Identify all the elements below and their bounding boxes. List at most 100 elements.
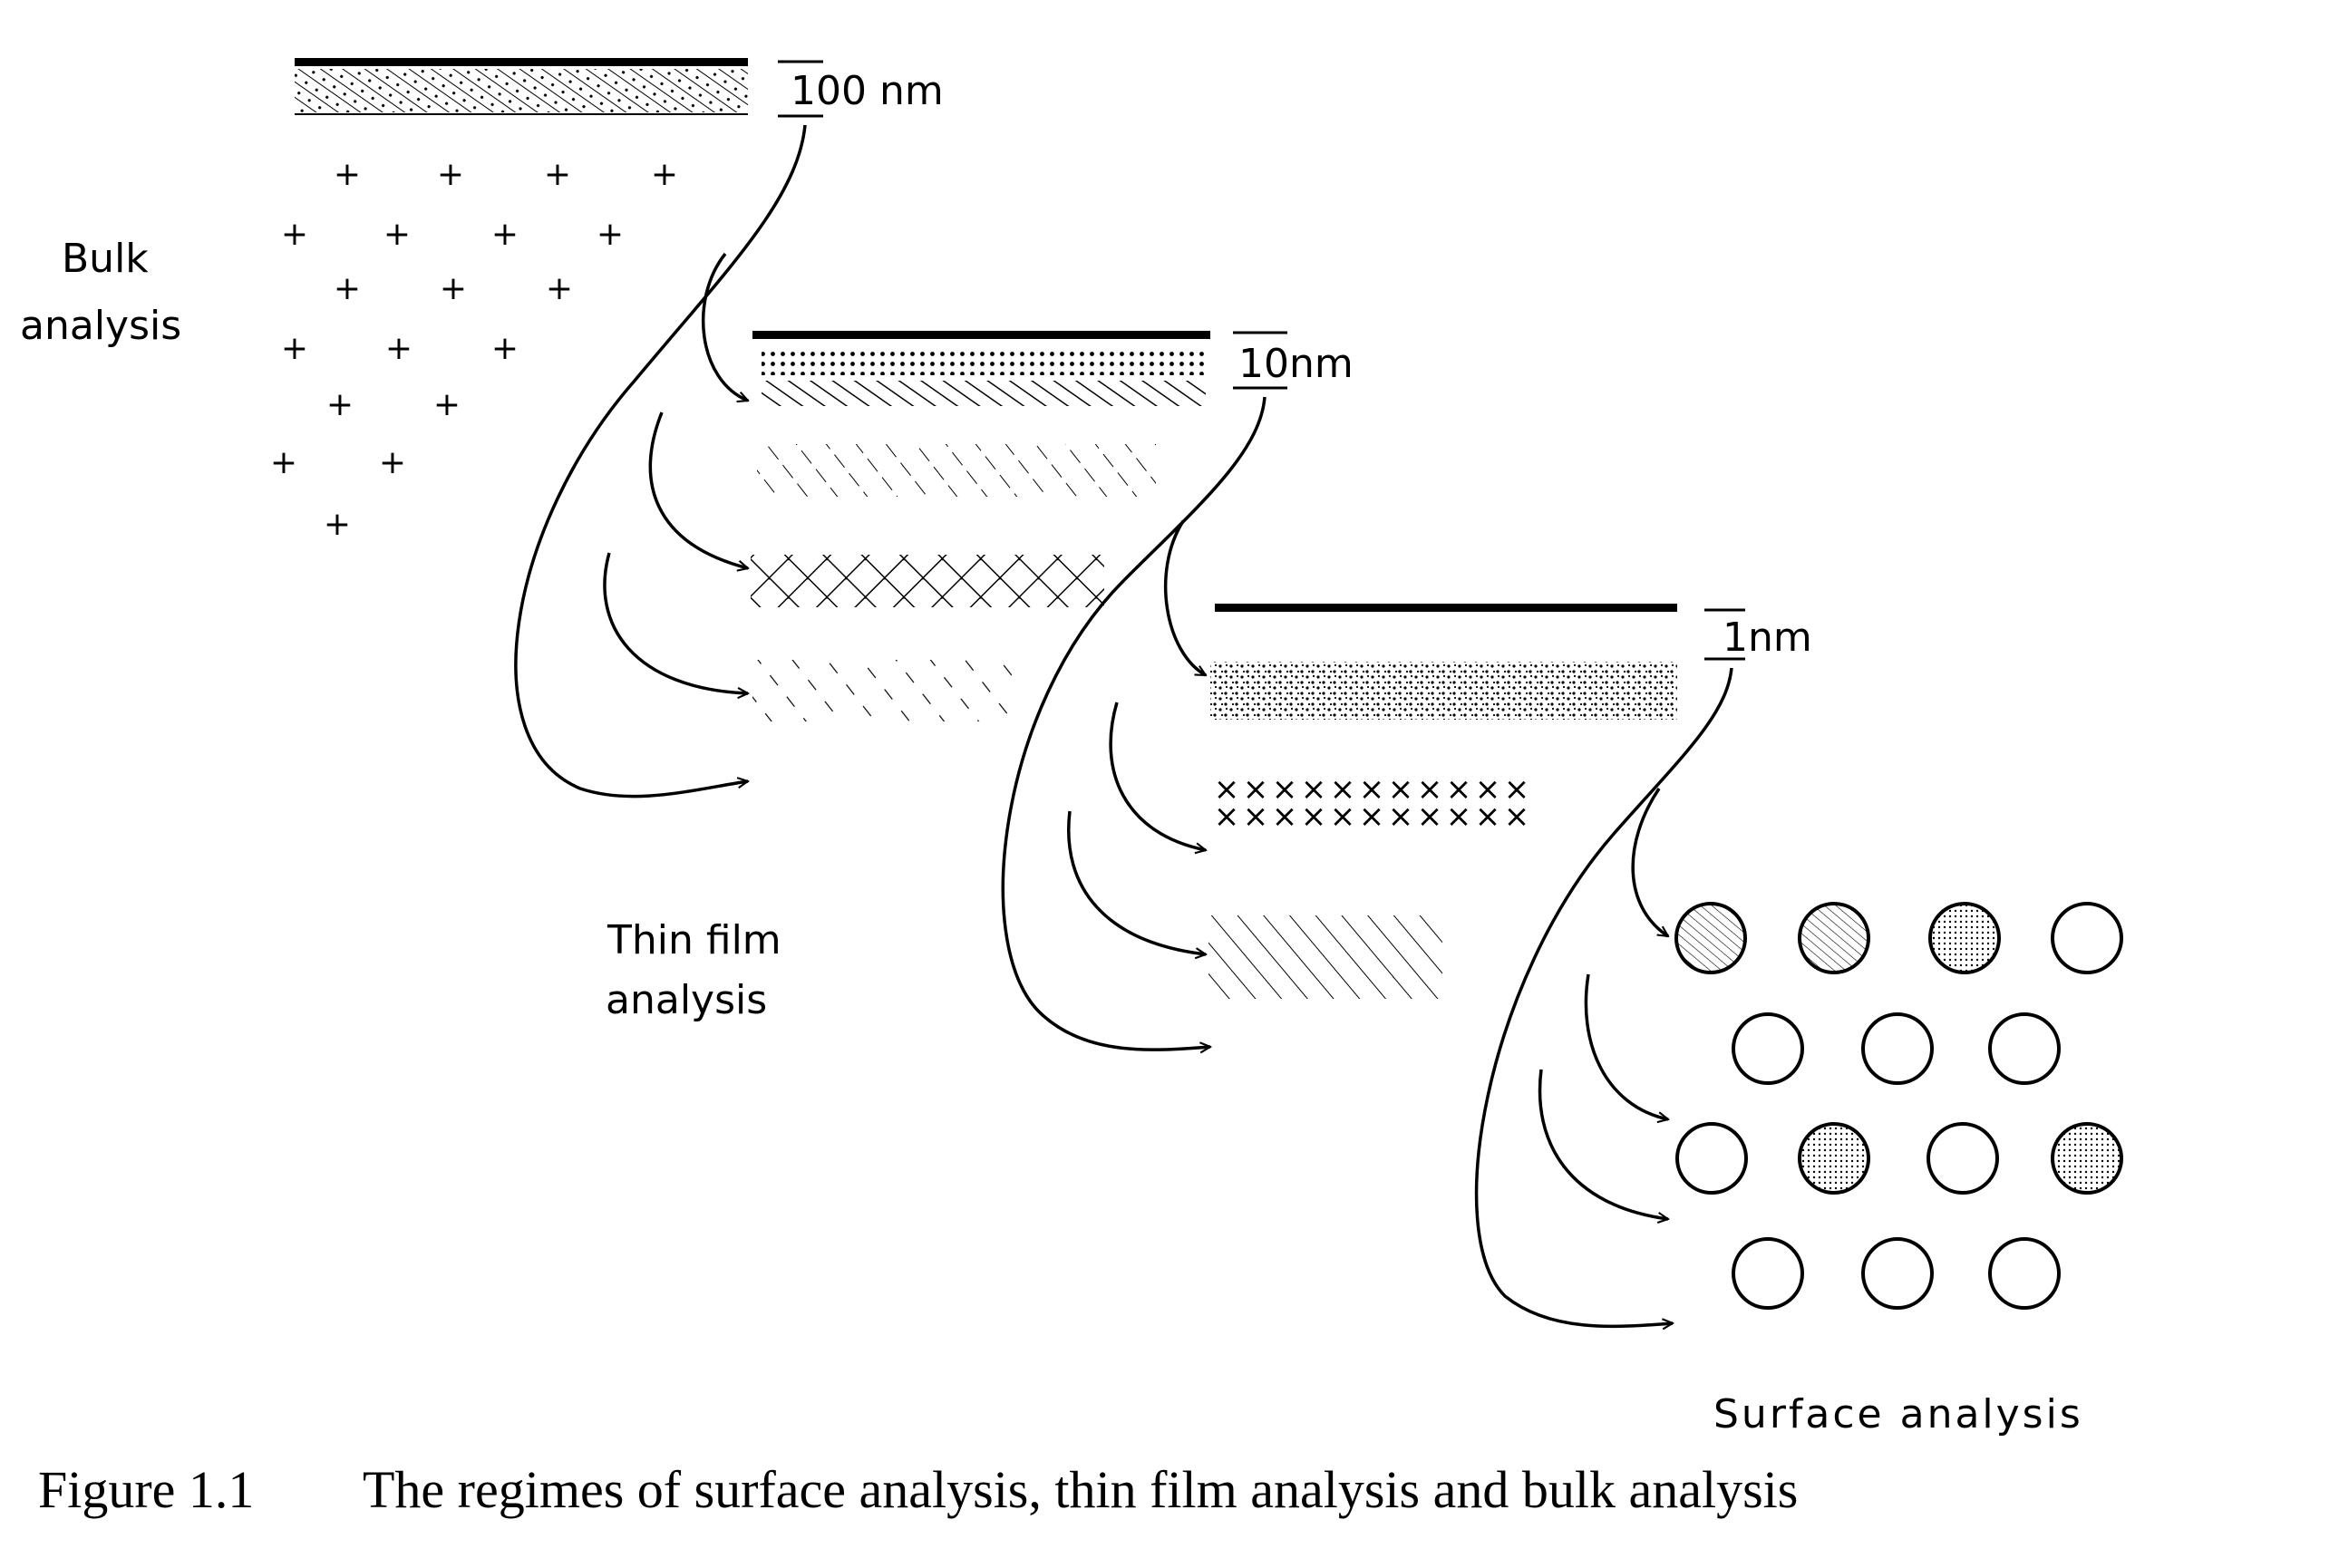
bulk-analysis-label-line2: analysis: [20, 303, 181, 349]
surface-atom: [1798, 1122, 1870, 1195]
arrow-bulk-to-thin-1: [701, 252, 748, 401]
svg-text:+: +: [440, 270, 467, 307]
arrow-thin-to-surface-3: [1067, 810, 1206, 954]
svg-text:×: ×: [1214, 799, 1240, 835]
thin-film-layer-stack: [751, 331, 1210, 721]
svg-text:+: +: [385, 330, 412, 367]
svg-text:×: ×: [1243, 799, 1269, 835]
svg-text:×: ×: [1417, 771, 1443, 808]
bulk-top-film: [295, 58, 748, 66]
surface-atom: [1674, 902, 1747, 974]
svg-text:+: +: [379, 444, 406, 481]
svg-text:×: ×: [1359, 771, 1385, 808]
surface-hatched-layer: [1208, 915, 1442, 999]
thin-hatched-layer: [762, 381, 1206, 406]
thin-dotted-layer: [762, 348, 1206, 375]
svg-text:+: +: [281, 330, 308, 367]
scale-marker-thin: 10nm: [1233, 331, 1354, 390]
surface-atom: [1988, 1237, 2061, 1310]
svg-text:×: ×: [1272, 771, 1298, 808]
arrow-to-surface-atoms-3: [1538, 1069, 1668, 1219]
svg-text:×: ×: [1446, 771, 1472, 808]
svg-text:+: +: [437, 156, 464, 193]
surface-atom: [1988, 1012, 2061, 1085]
svg-text:+: +: [544, 156, 571, 193]
arrow-bulk-to-thin-2: [648, 411, 748, 568]
surface-zoom-arrows: [1474, 667, 1733, 1326]
surface-atom: [1732, 1237, 1804, 1310]
bulk-analysis-label-line1: Bulk: [62, 236, 149, 282]
figure-caption: The regimes of surface analysis, thin fi…: [363, 1460, 1798, 1519]
thin-film-analysis-label-line2: analysis: [606, 977, 767, 1023]
surface-atom: [1927, 1122, 1999, 1195]
svg-text:×: ×: [1504, 799, 1530, 835]
surface-atom: [1861, 1012, 1934, 1085]
svg-text:×: ×: [1330, 799, 1356, 835]
surface-atom: [1675, 1122, 1748, 1195]
surface-atom-lattice: [1674, 902, 2123, 1310]
svg-text:+: +: [546, 270, 573, 307]
svg-text:+: +: [334, 156, 361, 193]
thin-zoom-arrows: [1001, 396, 1267, 1050]
svg-text:×: ×: [1417, 799, 1443, 835]
svg-text:×: ×: [1330, 771, 1356, 808]
svg-text:+: +: [324, 506, 351, 543]
surface-atom: [1928, 902, 2001, 974]
svg-text:+: +: [270, 444, 297, 481]
svg-text:×: ×: [1475, 771, 1501, 808]
bulk-crystal-lattice: ++++ ++++ +++ +++ ++ ++ +: [270, 156, 678, 543]
surface-atom: [2051, 902, 2123, 974]
figure-number: Figure 1.1: [38, 1460, 254, 1519]
bulk-zoom-arrows: [514, 124, 807, 799]
surface-atom: [1732, 1012, 1804, 1085]
svg-text:+: +: [281, 216, 308, 253]
surface-atom: [1798, 902, 1870, 974]
svg-text:×: ×: [1504, 771, 1530, 808]
arrow-bulk-to-thin-3: [603, 552, 748, 693]
thin-dashed-hatch: [752, 660, 1015, 721]
scale-marker-surface: 1nm: [1704, 608, 1812, 661]
surface-top-film: [1215, 604, 1677, 612]
surface-analysis-label: Surface analysis: [1713, 1391, 2083, 1437]
zoom-curve-surface: [1474, 667, 1733, 1326]
surface-atom: [2051, 1122, 2123, 1195]
svg-text:×: ×: [1388, 799, 1414, 835]
bulk-layer-stack: [295, 58, 748, 115]
svg-text:×: ×: [1359, 799, 1385, 835]
arrow-to-surface-atoms-1: [1631, 788, 1668, 938]
zoom-curve-thin: [1001, 396, 1267, 1050]
scale-marker-bulk: 100 nm: [778, 60, 944, 118]
surface-x-marks: ××××××××××× ×××××××××××: [1214, 771, 1530, 835]
svg-text:×: ×: [1301, 771, 1327, 808]
svg-text:×: ×: [1475, 799, 1501, 835]
svg-text:×: ×: [1272, 799, 1298, 835]
surface-atom: [1861, 1237, 1934, 1310]
svg-text:+: +: [651, 156, 678, 193]
bulk-hatched-layer: [295, 69, 748, 112]
svg-text:×: ×: [1301, 799, 1327, 835]
surface-stippled-layer: [1210, 662, 1677, 720]
zoom-curve-bulk: [514, 124, 807, 799]
svg-text:×: ×: [1446, 799, 1472, 835]
thin-sparse-hatch: [757, 444, 1156, 497]
svg-text:+: +: [326, 386, 354, 423]
scale-label-surface: 1nm: [1723, 615, 1812, 661]
scale-label-bulk: 100 nm: [791, 68, 944, 114]
arrow-thin-to-surface-1: [1163, 520, 1206, 677]
thin-film-analysis-label-line1: Thin film: [607, 917, 781, 963]
scale-label-thin: 10nm: [1238, 341, 1354, 387]
svg-text:×: ×: [1388, 771, 1414, 808]
svg-text:+: +: [491, 330, 519, 367]
thin-crosshatch: [751, 555, 1104, 607]
arrow-to-surface-atoms-2: [1584, 973, 1668, 1119]
svg-text:+: +: [433, 386, 461, 423]
svg-text:×: ×: [1243, 771, 1269, 808]
svg-text:×: ×: [1214, 771, 1240, 808]
svg-text:+: +: [334, 270, 361, 307]
svg-text:+: +: [491, 216, 519, 253]
surface-layer-stack: ××××××××××× ×××××××××××: [1208, 604, 1677, 999]
thin-top-film: [752, 331, 1210, 339]
svg-text:+: +: [383, 216, 411, 253]
arrow-thin-to-surface-2: [1109, 702, 1206, 850]
